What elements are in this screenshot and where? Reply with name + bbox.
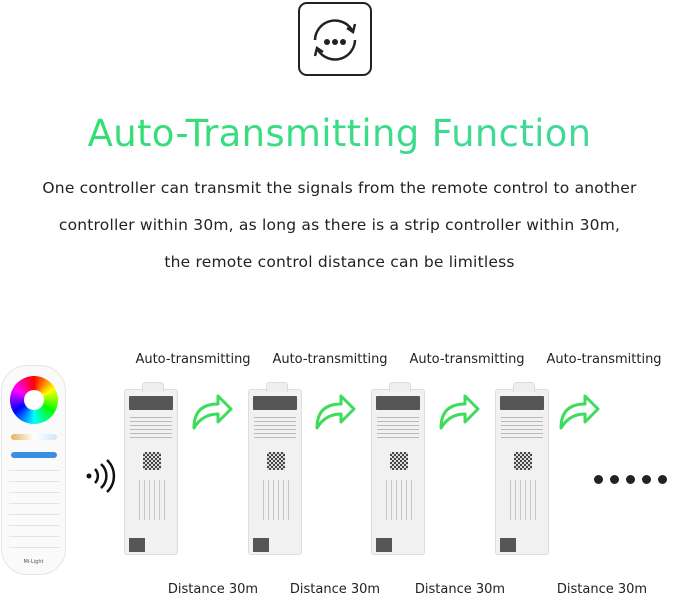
distance-label: Distance 30m <box>414 582 506 597</box>
white-slider <box>11 434 57 440</box>
transmit-arrow-icon <box>557 392 601 430</box>
remote-buttons <box>9 466 59 556</box>
strip-controller <box>248 382 302 555</box>
wireless-signal-icon <box>84 458 120 498</box>
auto-transmitting-label: Auto-transmitting <box>272 352 388 367</box>
qr-code <box>514 452 532 470</box>
distance-label: Distance 30m <box>167 582 259 597</box>
transmit-arrow-icon <box>313 392 357 430</box>
transmit-arrow-icon <box>437 392 481 430</box>
auto-transmitting-label: Auto-transmitting <box>409 352 525 367</box>
remote-brand-logo: Mi-Light <box>23 559 44 565</box>
strip-controller <box>371 382 425 555</box>
distance-label: Distance 30m <box>289 582 381 597</box>
sync-transmit-icon <box>298 2 372 76</box>
qr-code <box>390 452 408 470</box>
brightness-slider <box>11 452 57 458</box>
description-line-2: controller within 30m, as long as there … <box>58 216 621 234</box>
transmit-arrow-icon <box>190 392 234 430</box>
remote-control: Mi-Light <box>1 365 66 575</box>
strip-controller <box>495 382 549 555</box>
qr-code <box>267 452 285 470</box>
qr-code <box>143 452 161 470</box>
auto-transmitting-label: Auto-transmitting <box>135 352 251 367</box>
distance-label: Distance 30m <box>556 582 648 597</box>
strip-controller <box>124 382 178 555</box>
continuation-dots <box>594 469 674 488</box>
description-line-1: One controller can transmit the signals … <box>42 179 637 197</box>
auto-transmitting-label: Auto-transmitting <box>546 352 662 367</box>
description-line-3: the remote control distance can be limit… <box>164 253 515 271</box>
color-wheel <box>10 376 58 424</box>
page-title: Auto-Transmitting Function <box>0 112 679 155</box>
